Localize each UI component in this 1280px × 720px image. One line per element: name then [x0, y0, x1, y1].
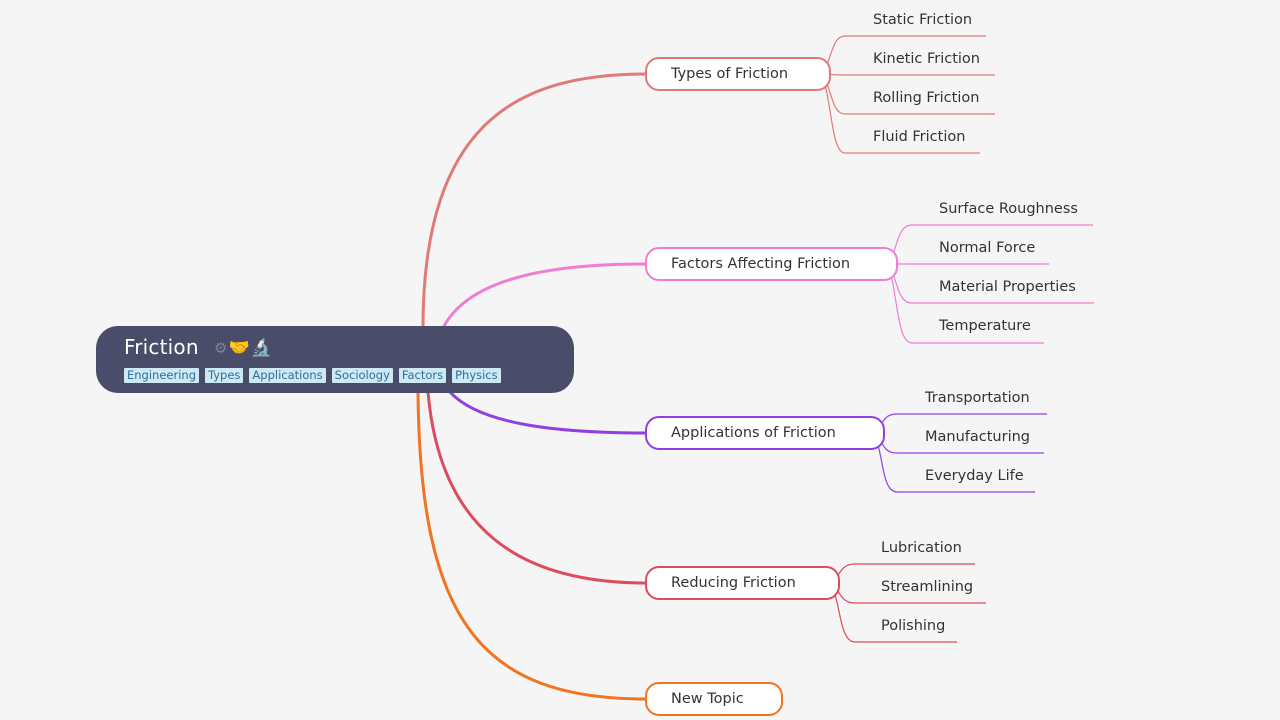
connector-factors [441, 262, 647, 329]
topic-types-of-friction[interactable]: Types of Friction [645, 57, 831, 91]
topic-factors-affecting-friction[interactable]: Factors Affecting Friction [645, 247, 898, 281]
central-topic-icons: ⚙🤝🔬 [214, 338, 273, 358]
microscope-icon: 🔬 [250, 338, 272, 358]
topic-label: Factors Affecting Friction [671, 256, 851, 272]
subtopic-kinetic-friction[interactable]: Kinetic Friction [873, 51, 980, 67]
central-topic-title: Friction [124, 335, 199, 359]
topic-label: Reducing Friction [671, 575, 796, 591]
subtopic-polishing[interactable]: Polishing [881, 618, 946, 634]
tag-types[interactable]: Types [205, 368, 244, 383]
topic-label: Types of Friction [671, 66, 789, 82]
connector-types-leaf-1 [819, 73, 995, 76]
subtopic-everyday-life[interactable]: Everyday Life [925, 468, 1024, 484]
topic-new-topic[interactable]: New Topic [645, 682, 783, 716]
subtopic-transportation[interactable]: Transportation [925, 390, 1030, 406]
connector-applications [448, 390, 647, 435]
topic-label: New Topic [671, 691, 744, 707]
gear-icon: ⚙ [214, 339, 228, 357]
subtopic-normal-force[interactable]: Normal Force [939, 240, 1036, 256]
central-topic[interactable]: Friction ⚙🤝🔬 Engineering Types Application… [96, 326, 574, 393]
tag-applications[interactable]: Applications [249, 368, 326, 383]
subtopic-temperature[interactable]: Temperature [939, 318, 1031, 334]
handshake-icon: 🤝 [228, 338, 250, 358]
subtopic-static-friction[interactable]: Static Friction [873, 12, 973, 28]
subtopic-streamlining[interactable]: Streamlining [881, 579, 974, 595]
subtopic-fluid-friction[interactable]: Fluid Friction [873, 129, 966, 145]
topic-applications-of-friction[interactable]: Applications of Friction [645, 416, 885, 450]
tag-physics[interactable]: Physics [452, 368, 501, 383]
tag-engineering[interactable]: Engineering [124, 368, 199, 383]
topic-reducing-friction[interactable]: Reducing Friction [645, 566, 840, 600]
connector-types [421, 72, 647, 329]
subtopic-lubrication[interactable]: Lubrication [881, 540, 962, 556]
subtopic-surface-roughness[interactable]: Surface Roughness [939, 201, 1078, 217]
subtopic-material-properties[interactable]: Material Properties [939, 279, 1076, 295]
connector-new-topic [416, 391, 647, 701]
tag-factors[interactable]: Factors [398, 368, 447, 383]
subtopic-manufacturing[interactable]: Manufacturing [925, 429, 1030, 445]
tag-sociology[interactable]: Sociology [331, 368, 393, 383]
topic-label: Applications of Friction [671, 425, 836, 441]
tag-list: Engineering Types Applications Sociology Fac… [124, 368, 507, 383]
connector-reducing [426, 391, 647, 585]
subtopic-rolling-friction[interactable]: Rolling Friction [873, 90, 980, 106]
